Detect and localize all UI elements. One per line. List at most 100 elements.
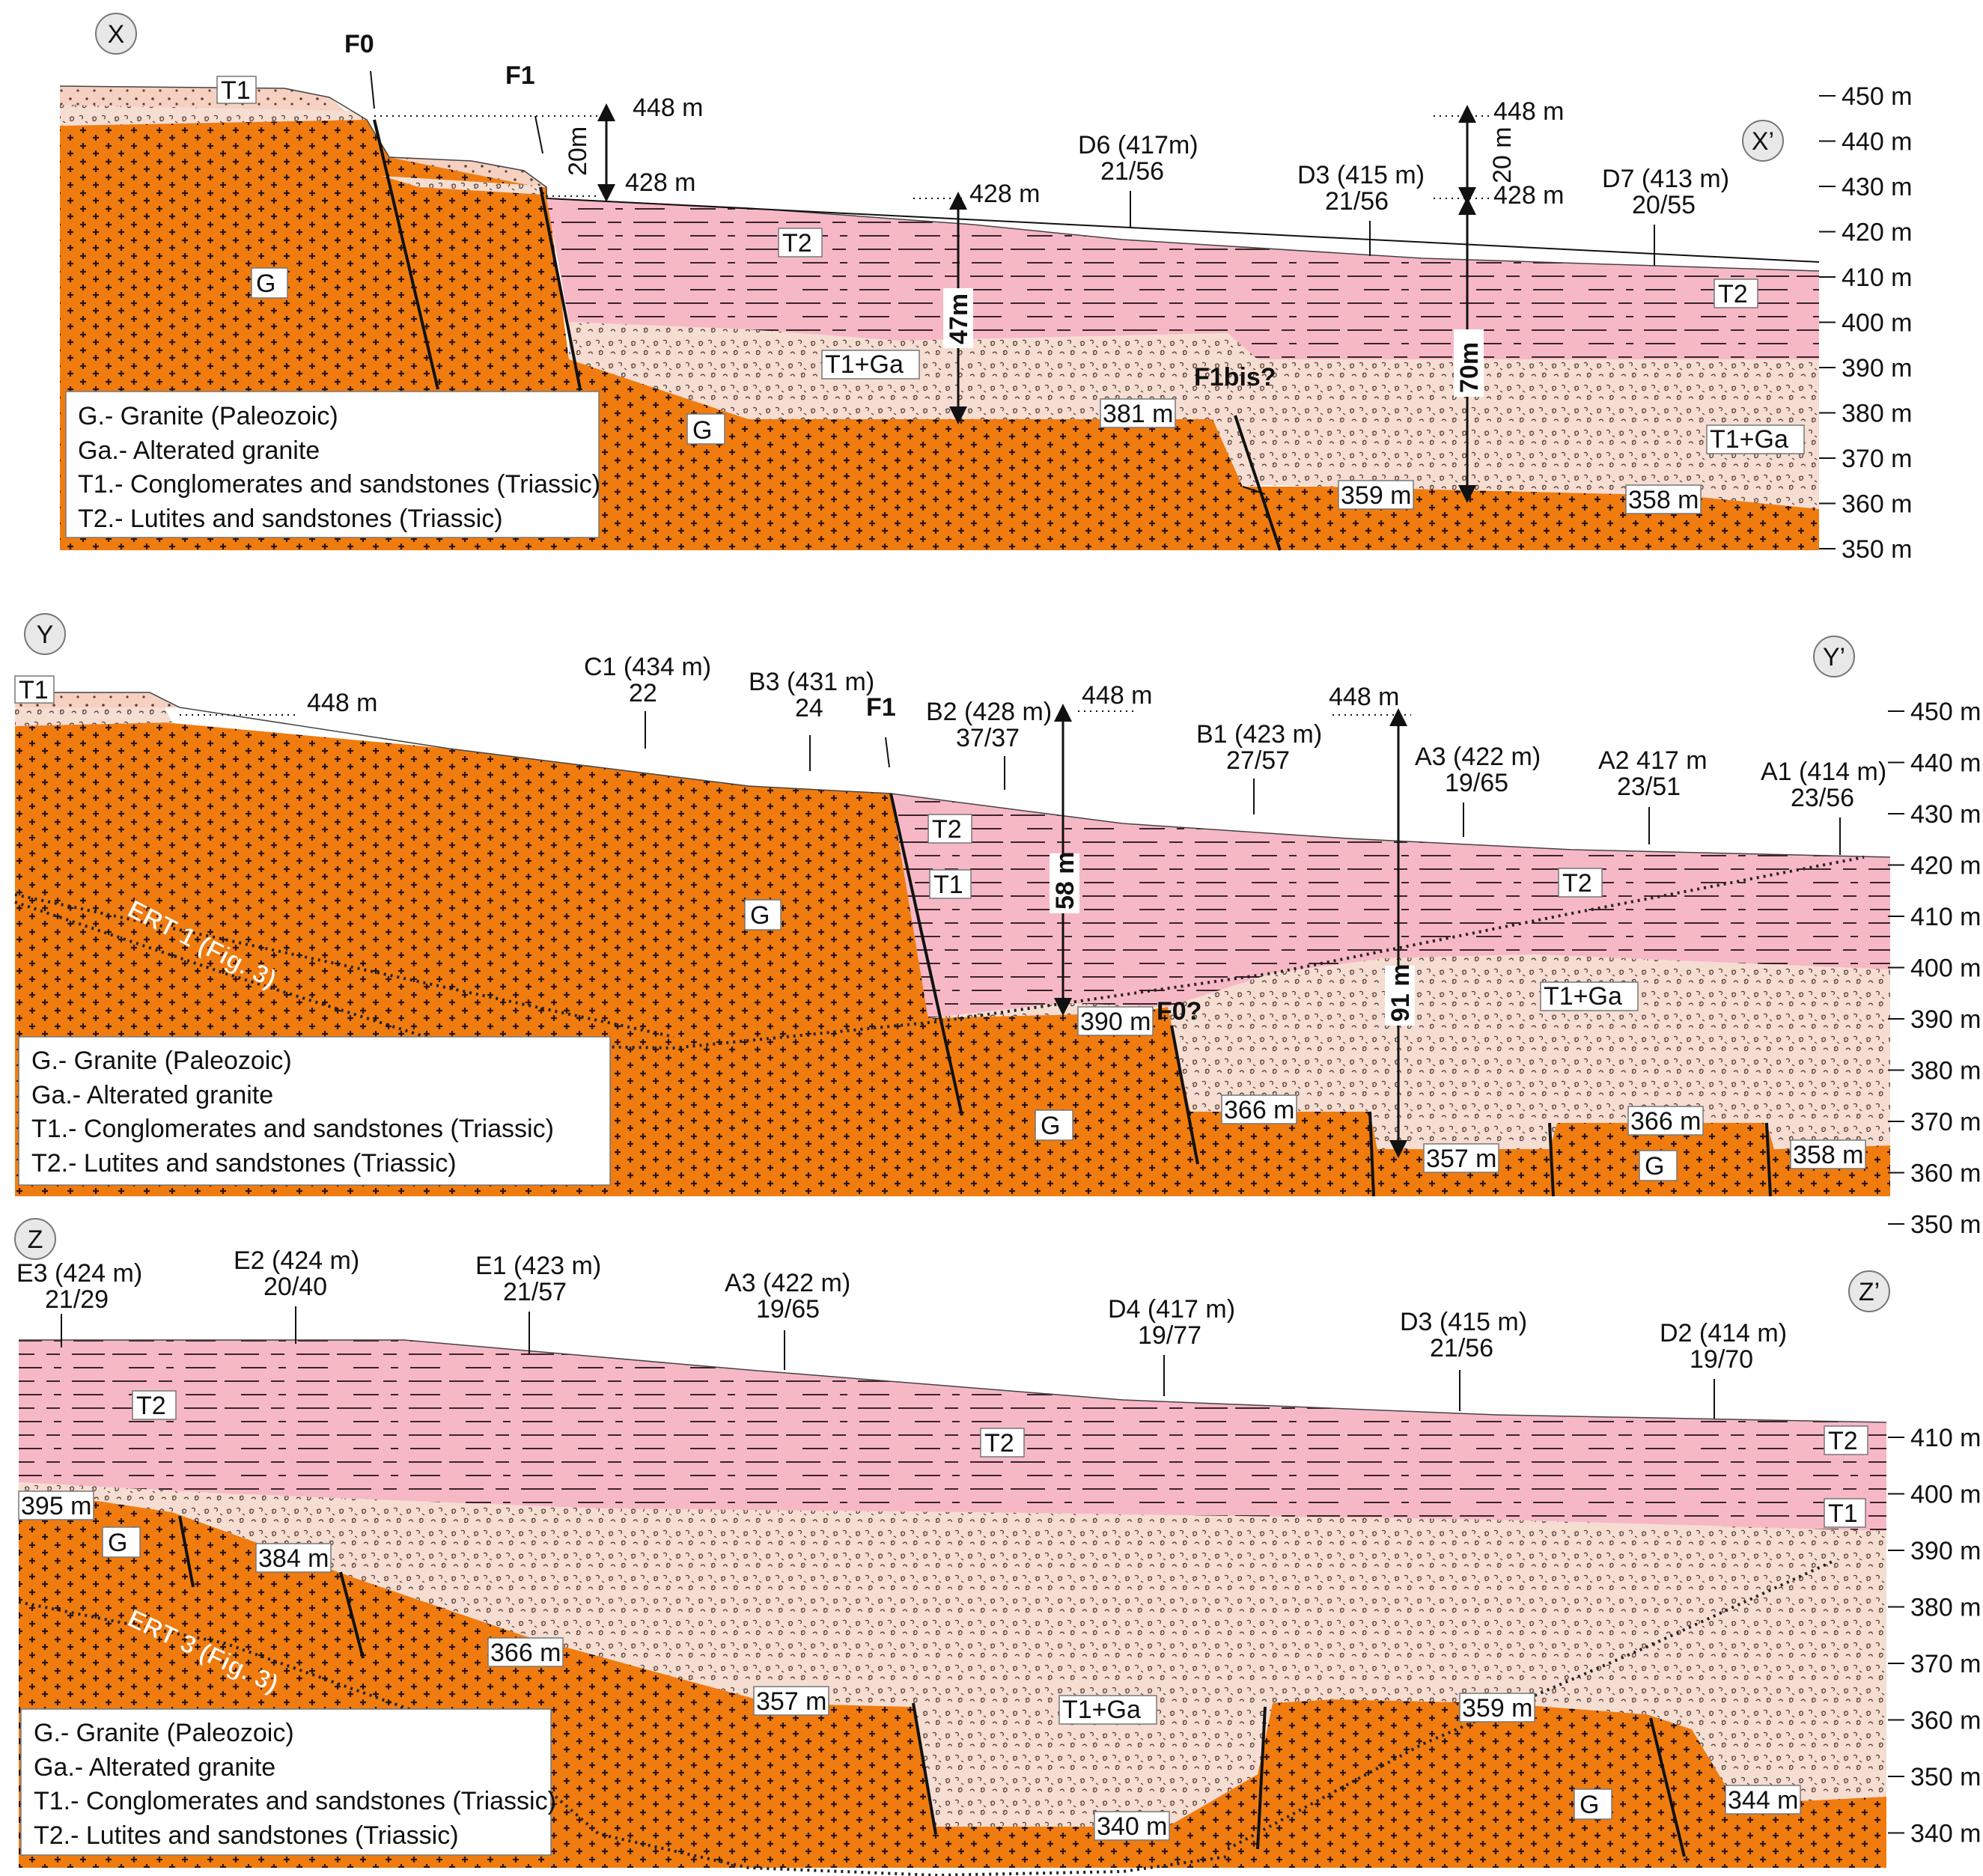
fault-f0 bbox=[373, 119, 439, 390]
scale-label: 400 m bbox=[1842, 309, 1913, 338]
elev-448-x2: 448 m bbox=[1493, 97, 1565, 126]
unit-t1-z: T1 bbox=[1828, 1499, 1858, 1528]
svg-text:23/56: 23/56 bbox=[1791, 784, 1854, 812]
unit-t2-z3: T2 bbox=[1828, 1427, 1858, 1455]
svg-text:A3 (422 m): A3 (422 m) bbox=[725, 1269, 850, 1297]
fault-z4 bbox=[1256, 1706, 1267, 1850]
fault-f1bis bbox=[1234, 415, 1282, 551]
elev-357-z: 357 m bbox=[756, 1687, 827, 1716]
unit-t1ga-y: T1+Ga bbox=[1544, 982, 1622, 1011]
svg-text:E2 (424 m): E2 (424 m) bbox=[234, 1246, 359, 1275]
svg-text:21/29: 21/29 bbox=[45, 1285, 109, 1314]
well-d6: D6 (417m) 21/56 bbox=[1078, 131, 1198, 228]
svg-text:37/37: 37/37 bbox=[956, 724, 1020, 752]
svg-text:27/57: 27/57 bbox=[1226, 746, 1290, 775]
t1ga-cap-y bbox=[15, 707, 172, 726]
unit-t1-y1: T1 bbox=[19, 676, 49, 704]
t1-cap-y bbox=[15, 692, 180, 711]
well-a1: A1 (414 m) 23/56 bbox=[1761, 758, 1886, 855]
well-b2: B2 (428 m) 37/37 bbox=[926, 698, 1052, 790]
scale-label: 360 m bbox=[1842, 490, 1913, 519]
scale-label: 440 m bbox=[1910, 749, 1982, 778]
unit-t2-x2: T2 bbox=[1718, 280, 1748, 308]
svg-text:B1 (423 m): B1 (423 m) bbox=[1196, 720, 1322, 749]
svg-text:23/51: 23/51 bbox=[1617, 773, 1681, 801]
t1ga-body-y bbox=[928, 954, 1890, 1149]
elev-448-y3: 448 m bbox=[1329, 683, 1400, 711]
svg-text:D6 (417m): D6 (417m) bbox=[1078, 131, 1198, 159]
fault-f1bis-label: F1bis? bbox=[1194, 363, 1276, 392]
fault-f0-label: F0 bbox=[344, 30, 374, 58]
elev-448-y1: 448 m bbox=[307, 689, 378, 717]
svg-text:19/77: 19/77 bbox=[1138, 1321, 1201, 1350]
well-c1: C1 (434 m) 22 bbox=[584, 653, 711, 749]
fault-f1-label-y: F1 bbox=[866, 693, 896, 722]
elev-428-x3: 428 m bbox=[1493, 181, 1565, 210]
elev-366-z: 366 m bbox=[490, 1639, 561, 1667]
well-a3-y: A3 (422 m) 19/65 bbox=[1415, 743, 1541, 837]
unit-t2-z1: T2 bbox=[136, 1392, 166, 1420]
svg-text:E3 (424 m): E3 (424 m) bbox=[16, 1259, 142, 1288]
scale-label: 370 m bbox=[1842, 445, 1913, 473]
elev-448-x1: 448 m bbox=[633, 94, 704, 122]
svg-text:20/55: 20/55 bbox=[1632, 191, 1696, 219]
svg-text:24: 24 bbox=[795, 694, 823, 722]
elev-366-y2: 366 m bbox=[1630, 1107, 1702, 1136]
svg-text:21/57: 21/57 bbox=[503, 1278, 567, 1306]
thickness-47m: 47m bbox=[945, 293, 973, 344]
scale-label: 430 m bbox=[1910, 800, 1982, 829]
scale-label: 380 m bbox=[1910, 1594, 1982, 1622]
elev-358-x: 358 m bbox=[1628, 486, 1699, 514]
t1ga-slope bbox=[382, 176, 543, 195]
scale-label: 370 m bbox=[1910, 1108, 1982, 1136]
scale-label: 360 m bbox=[1910, 1160, 1982, 1188]
scale-label: 400 m bbox=[1910, 954, 1982, 983]
fault-z5 bbox=[1649, 1717, 1686, 1857]
elev-359-z: 359 m bbox=[1462, 1694, 1533, 1723]
svg-text:19/70: 19/70 bbox=[1690, 1345, 1753, 1374]
scale-label: 410 m bbox=[1910, 1424, 1982, 1452]
t1-slope bbox=[389, 157, 546, 187]
well-d3-x: D3 (415 m) 21/56 bbox=[1297, 161, 1425, 256]
section-y-end-label: Y’ bbox=[1823, 643, 1845, 671]
well-e2: E2 (424 m) 20/40 bbox=[234, 1246, 359, 1344]
well-b1: B1 (423 m) 27/57 bbox=[1196, 720, 1322, 814]
unit-t1-x: T1 bbox=[221, 76, 251, 105]
scale-label: 380 m bbox=[1842, 400, 1913, 428]
t2-body bbox=[546, 198, 1819, 359]
legend-t2-x: T2.- Lutites and sandstones (Triassic) bbox=[78, 505, 503, 533]
thickness-70m: 70m bbox=[1455, 342, 1484, 393]
unit-g-z2: G bbox=[1580, 1791, 1599, 1819]
fault-f1 bbox=[539, 186, 582, 390]
well-d2: D2 (414 m) 19/70 bbox=[1660, 1319, 1787, 1419]
scale-label: 410 m bbox=[1910, 903, 1982, 931]
elev-428-x2: 428 m bbox=[969, 180, 1041, 208]
unit-t1ga-x2: T1+Ga bbox=[1710, 425, 1788, 454]
legend-g-x: G.- Granite (Paleozoic) bbox=[78, 402, 338, 430]
svg-text:19/65: 19/65 bbox=[1445, 769, 1508, 797]
fault-f1-label: F1 bbox=[505, 61, 535, 90]
elev-357-y: 357 m bbox=[1426, 1145, 1497, 1173]
legend-t1-z: T1.- Conglomerates and sandstones (Trias… bbox=[34, 1787, 556, 1815]
elev-395: 395 m bbox=[21, 1492, 92, 1520]
legend-ga-x: Ga.- Alterated granite bbox=[78, 436, 320, 465]
legend-ga-y: Ga.- Alterated granite bbox=[31, 1081, 273, 1109]
svg-text:B3 (431 m): B3 (431 m) bbox=[749, 668, 874, 696]
svg-text:D4 (417 m): D4 (417 m) bbox=[1108, 1295, 1235, 1324]
legend-t1-y: T1.- Conglomerates and sandstones (Trias… bbox=[31, 1115, 554, 1143]
t1ga-cap bbox=[60, 105, 367, 126]
elev-381: 381 m bbox=[1103, 400, 1174, 428]
elev-428-x1: 428 m bbox=[625, 168, 696, 197]
fault-z1 bbox=[178, 1515, 195, 1588]
fault-f0-label-y: F0? bbox=[1157, 997, 1201, 1026]
elev-448-y2: 448 m bbox=[1082, 681, 1153, 710]
well-e1: E1 (423 m) 21/57 bbox=[475, 1252, 601, 1355]
scale-label: 430 m bbox=[1842, 173, 1913, 201]
svg-text:E1 (423 m): E1 (423 m) bbox=[475, 1252, 601, 1280]
scale-label: 360 m bbox=[1910, 1707, 1982, 1735]
